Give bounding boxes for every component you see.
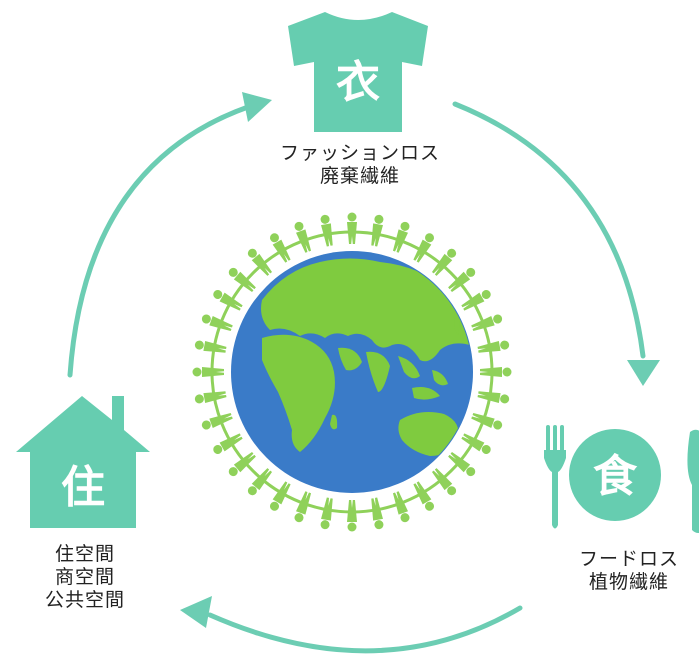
person-figure: [347, 500, 357, 532]
fork-icon: [544, 425, 566, 529]
earth-icon: [231, 251, 473, 493]
person-figure: [431, 468, 457, 496]
person-figure: [270, 481, 291, 511]
food-label-line-2: 植物繊維: [588, 571, 669, 593]
person-figure: [270, 233, 291, 263]
arrow-food-to-housing: [207, 605, 523, 654]
person-figure: [213, 290, 243, 311]
person-figure: [294, 491, 312, 523]
person-figure: [371, 497, 384, 530]
person-figure: [201, 412, 233, 430]
arrow-housing-to-clothing: [67, 104, 251, 378]
person-figure: [194, 391, 227, 404]
person-figure: [413, 233, 434, 263]
clothing-label: ファッションロス 廃棄繊維: [240, 142, 480, 188]
person-figure: [320, 497, 333, 530]
food-label-line-1: フードロス: [578, 548, 679, 570]
plate: [569, 429, 661, 521]
housing-label-line-2: 商空間: [54, 566, 115, 588]
arrowhead-housing: [180, 596, 212, 628]
person-figure: [431, 248, 457, 276]
person-figure: [477, 391, 510, 404]
person-figure: [471, 412, 503, 430]
person-figure: [461, 433, 491, 454]
person-figure: [480, 367, 512, 377]
arrow-clothing-to-food: [452, 101, 646, 359]
person-figure: [392, 491, 410, 523]
housing-label-line-3: 公共空間: [44, 589, 125, 611]
person-figure: [347, 212, 357, 244]
person-figure: [228, 267, 256, 293]
person-figure: [194, 340, 227, 353]
house-icon: 住: [16, 396, 150, 528]
clothing-label-line-2: 廃棄繊維: [319, 165, 400, 187]
cycle-arrows: [67, 92, 660, 654]
clothing-char: 衣: [336, 57, 380, 108]
person-figure: [448, 451, 476, 477]
person-figure: [471, 314, 503, 332]
housing-label: 住空間 商空間 公共空間: [20, 543, 150, 612]
housing-char: 住: [61, 462, 105, 513]
people-ring-icon: [192, 212, 512, 532]
person-figure: [228, 451, 256, 477]
person-figure: [448, 267, 476, 293]
tshirt-icon: 衣: [288, 12, 428, 132]
person-figure: [247, 248, 273, 276]
food-label: フードロス 植物繊維: [559, 548, 699, 594]
person-figure: [371, 214, 384, 247]
plate-cutlery-icon: 食: [544, 425, 699, 533]
earth-land: [261, 258, 472, 456]
person-figure: [192, 367, 224, 377]
person-figure: [392, 221, 410, 253]
clothing-label-line-1: ファッションロス: [279, 142, 440, 164]
food-char: 食: [593, 451, 638, 502]
person-figure: [413, 481, 434, 511]
arrowhead-food: [627, 360, 660, 386]
person-figure: [213, 433, 243, 454]
person-figure: [247, 468, 273, 496]
knife-icon: [687, 429, 699, 533]
arrowhead-clothing: [242, 92, 272, 122]
person-figure: [461, 290, 491, 311]
housing-label-line-1: 住空間: [54, 543, 115, 565]
person-figure: [320, 214, 333, 247]
person-figure: [201, 314, 233, 332]
person-figure: [477, 340, 510, 353]
person-figure: [294, 221, 312, 253]
